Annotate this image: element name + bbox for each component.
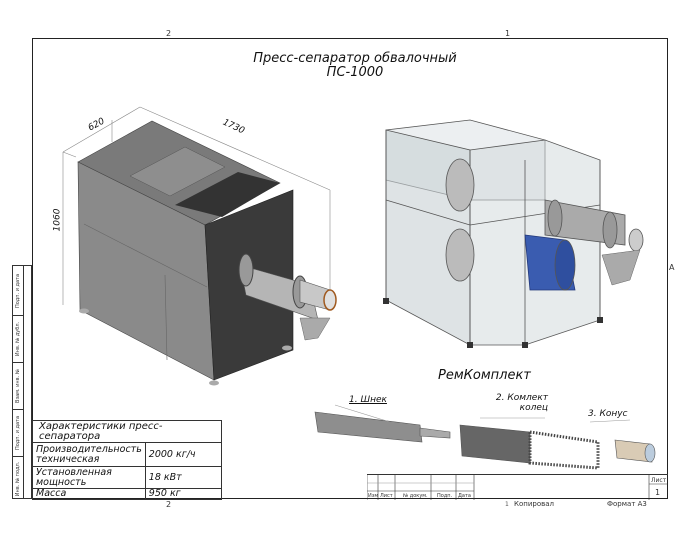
copied-label: Копировал xyxy=(514,500,554,508)
side-stamp: Подп. и дата Инв. № дубл. Взам. инв. № П… xyxy=(12,265,32,499)
dimension-lines xyxy=(62,106,331,305)
spare-kit-item-rings: 2. Комлект колец xyxy=(480,393,548,413)
stamp-cell: Взам. инв. № xyxy=(13,363,23,410)
column-label: № докум. xyxy=(403,493,428,499)
dimension-height: 1060 xyxy=(52,208,63,232)
spec-table: Характеристики пресс-сепаратора Производ… xyxy=(32,420,223,500)
zone-mark: 1 xyxy=(505,29,511,38)
spec-table-heading: Характеристики пресс-сепаратора xyxy=(32,420,222,443)
cone-part xyxy=(589,419,656,463)
rings-label-line-1: 2. Комлект xyxy=(495,393,548,403)
press-separator-exterior-view xyxy=(77,120,337,386)
stamp-cell: Инв. № подл. xyxy=(15,461,21,496)
spec-value: 18 кВт xyxy=(144,466,223,489)
stamp-cell: Подп. и дата xyxy=(13,266,23,316)
spare-kit-item-auger: 1. Шнек xyxy=(349,395,387,405)
rings-set-part xyxy=(459,417,600,470)
auger-part xyxy=(314,404,451,443)
column-label: Дата xyxy=(458,493,471,499)
spec-value: 950 кг xyxy=(144,488,223,500)
spec-value: 2000 кг/ч xyxy=(144,442,223,467)
press-separator-internal-view xyxy=(383,119,644,348)
spare-kit-item-cone: 3. Конус xyxy=(588,409,628,419)
drawing-title: Пресс-сепаратор обвалочный ПС-1000 xyxy=(225,52,485,80)
spec-name: Масса xyxy=(32,488,146,500)
sheet-label: Лист xyxy=(651,477,667,484)
column-label: Лист xyxy=(380,493,393,499)
spare-kit-heading: РемКомплект xyxy=(438,368,531,383)
rings-label-line-2: колец xyxy=(519,403,548,413)
zone-mark: A xyxy=(669,263,675,272)
title-block: Изм Лист № докум. Подп. Дата Лист 1 xyxy=(367,474,668,500)
stamp-cell: Инв. № дубл. xyxy=(13,316,23,363)
zone-mark: 2 xyxy=(166,500,172,509)
title-line-1: Пресс-сепаратор обвалочный xyxy=(253,51,457,66)
title-line-2: ПС-1000 xyxy=(326,65,384,80)
table-row: Масса 950 кг xyxy=(32,488,223,500)
stamp-cell: Подп. и дата xyxy=(13,410,23,457)
format-label: Формат А3 xyxy=(607,500,647,508)
sheet-number: 1 xyxy=(655,488,661,497)
column-label: Подп. xyxy=(437,493,453,499)
drawing-frame xyxy=(32,38,668,499)
zone-mark: 2 xyxy=(166,29,172,38)
column-label: Изм xyxy=(368,493,379,499)
copied-mark: 1 xyxy=(505,501,509,508)
